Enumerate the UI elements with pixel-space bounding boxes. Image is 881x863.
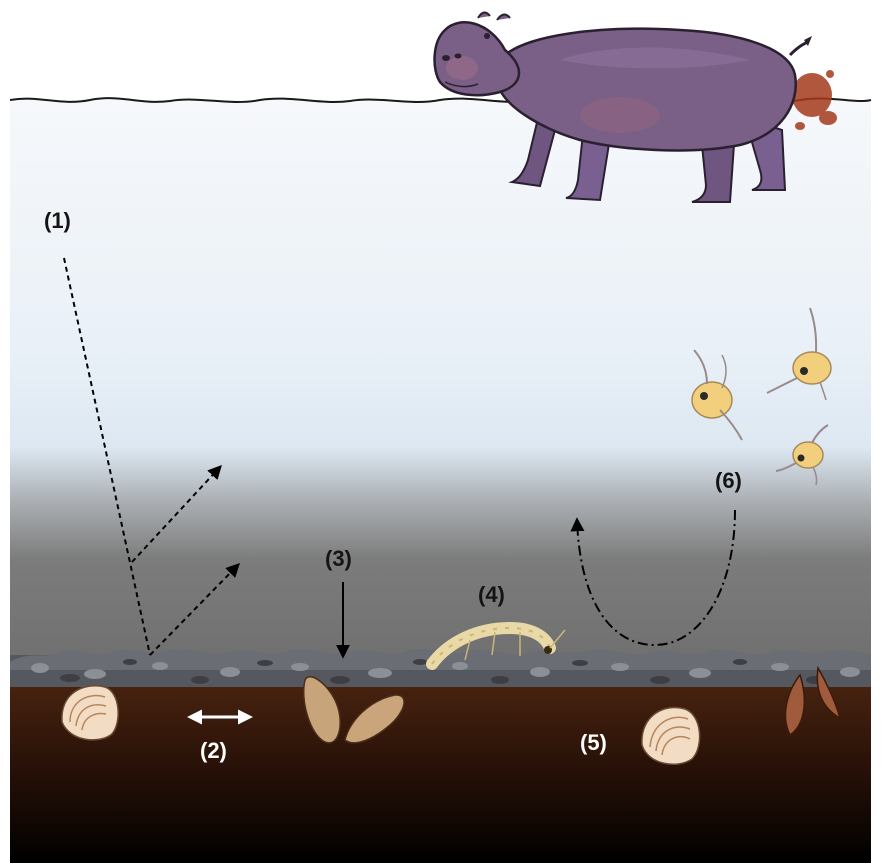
label-1: (1): [44, 210, 71, 232]
label-6: (6): [715, 470, 742, 492]
label-4: (4): [478, 584, 505, 606]
label-3: (3): [325, 548, 352, 570]
label-5: (5): [580, 732, 607, 754]
water-column: [10, 100, 871, 660]
label-2: (2): [200, 740, 227, 762]
sediment-layer: [10, 678, 871, 863]
